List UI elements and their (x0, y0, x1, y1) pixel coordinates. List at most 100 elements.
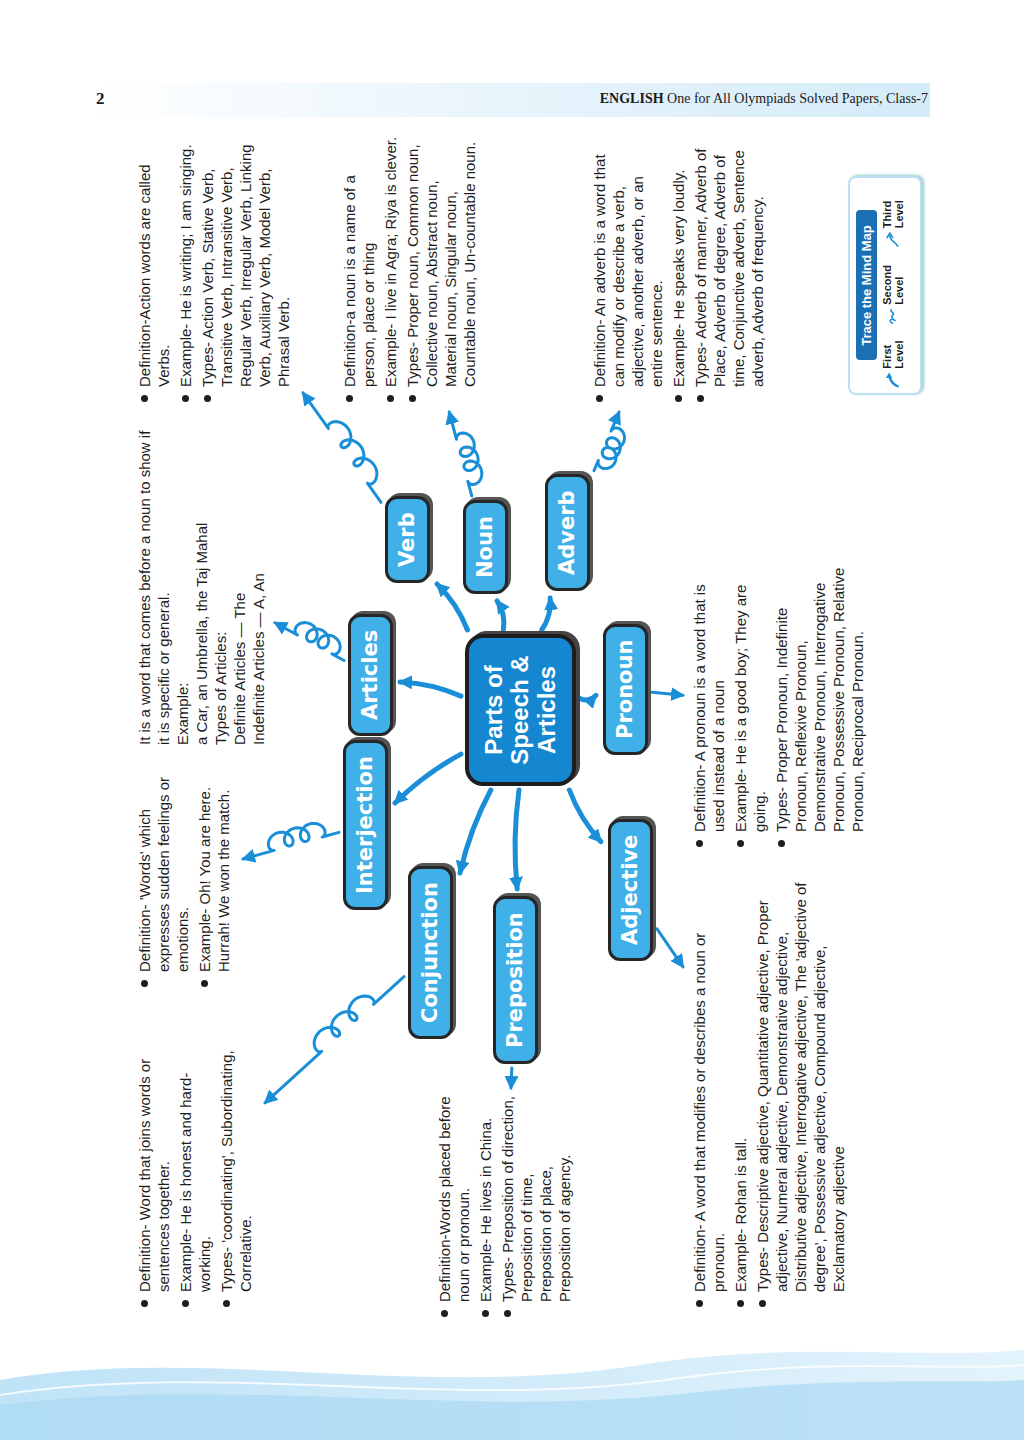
curly-arrow (275, 623, 344, 661)
footer-wave (0, 1350, 1024, 1440)
branch-arrow (460, 790, 491, 873)
header-title: One for All Olympiads Solved Papers, Cla… (667, 91, 928, 106)
note-text: Types of Articles: (212, 632, 229, 745)
bullet-item: Definition- A word that modifies or desc… (690, 880, 728, 1310)
note-text: Example- He is honest and hard-working. (177, 1073, 213, 1292)
note-text: Example: (174, 682, 191, 745)
note-text: Definition- 'Words' which expresses sudd… (136, 777, 191, 972)
topic-box: Verb (385, 496, 430, 583)
bullet-item: Example- I live in Agra; Riya is clever. (381, 135, 400, 405)
curly-arrow (243, 823, 339, 859)
topic-box: Articles (348, 614, 393, 736)
note-text: Types- Proper noun, Common noun, Collect… (404, 142, 478, 387)
curly-arrow (657, 929, 683, 967)
bullet-item: Definition- A pronoun is a word that is … (690, 560, 728, 850)
text-line: Indefinite Articles — A, An (249, 420, 268, 745)
note-text: Types- Descriptive adjective, Quantitati… (754, 883, 847, 1292)
topic-label: Parts of Speech & Articles (481, 648, 560, 772)
note-text: Types- 'coordinating', Subordinating, Co… (218, 1050, 254, 1292)
bullet-dot (696, 840, 703, 847)
note-block: Definition- A word that modifies or desc… (690, 880, 851, 1310)
text-line: Types of Articles: (211, 420, 230, 745)
curly-arrow (265, 977, 404, 1103)
branch-arrow (580, 695, 596, 700)
header-band (88, 83, 930, 117)
note-text: Example- He speaks very loudly. (670, 170, 687, 387)
topic-box: Adverb (545, 474, 590, 591)
footer-wave-line (0, 1365, 1024, 1395)
branch-arrow (542, 598, 551, 630)
bullet-item: Example- He is honest and hard-working. (176, 1020, 214, 1310)
bullet-dot (141, 395, 148, 402)
legend-text: Third Level (881, 182, 905, 228)
topic-label: Noun (473, 516, 498, 578)
bullet-dot (441, 1310, 448, 1317)
footer-wave (0, 1380, 1024, 1440)
topic-box: Preposition (493, 896, 538, 1064)
bullet-dot (696, 1300, 703, 1307)
text-line: Example: (173, 420, 192, 745)
topic-label: Adverb (555, 490, 580, 575)
note-text: Types- Preposition of direction, Preposi… (499, 1096, 573, 1302)
bullet-dot (409, 395, 416, 402)
branch-arrow (395, 754, 461, 803)
curly-arrow (510, 1068, 514, 1088)
note-text: Definition-Action words are called Verbs… (136, 164, 172, 387)
bullet-dot (204, 395, 211, 402)
curly-arrow (449, 412, 482, 496)
bullet-item: Example- He is writing; I am singing. (176, 135, 195, 405)
note-text: Example- He is writing; I am singing. (177, 144, 194, 387)
bullet-dot (346, 395, 353, 402)
note-text: Definite Articles — The (231, 593, 248, 745)
note-text: Definition- A pronoun is a word that is … (691, 584, 727, 832)
topic-label: Conjunction (418, 882, 443, 1023)
curly-arrow (594, 412, 625, 471)
bullet-item: Types- Proper noun, Common noun, Collect… (403, 135, 479, 405)
note-text: Definition-Words placed before noun or p… (436, 1096, 472, 1302)
bullet-dot (482, 1310, 489, 1317)
note-block: Definition- 'Words' which expresses sudd… (135, 760, 236, 990)
note-block: Definition-Words placed before noun or p… (435, 1095, 577, 1320)
running-header: ENGLISH One for All Olympiads Solved Pap… (600, 91, 928, 107)
topic-box: Pronoun (603, 624, 648, 755)
topic-box: Noun (463, 500, 508, 594)
bullet-dot (141, 980, 148, 987)
branch-arrow (497, 601, 504, 630)
bullet-dot (141, 1300, 148, 1307)
bullet-item: Types- 'coordinating', Subordinating, Co… (217, 1020, 255, 1310)
topic-label: Articles (358, 630, 383, 720)
branch-arrow (569, 790, 601, 842)
note-text: Types- Action Verb, Stative Verb, Transi… (199, 144, 292, 387)
note-text: Types- Proper Pronoun, Indefinite Pronou… (773, 568, 866, 832)
bullet-item: Types- Descriptive adjective, Quantitati… (753, 880, 848, 1310)
bullet-dot (387, 395, 394, 402)
bullet-item: Definition-Action words are called Verbs… (135, 135, 173, 405)
topic-box: Adjective (608, 819, 653, 961)
bullet-item: Example- He is a good boy; They are goin… (731, 560, 769, 850)
bullet-dot (737, 840, 744, 847)
note-block: Definition-a noun is a name of a person,… (340, 135, 482, 405)
legend-text: First Level (881, 325, 905, 368)
note-block: It is a word that comes before a noun to… (135, 420, 268, 745)
branch-arrow (437, 584, 468, 630)
note-text: Definition- An adverb is a word that can… (591, 154, 665, 387)
bullet-item: Definition- 'Words' which expresses sudd… (135, 760, 192, 990)
note-block: Definition- A pronoun is a word that is … (690, 560, 870, 850)
bullet-item: Types- Action Verb, Stative Verb, Transi… (198, 135, 293, 405)
bullet-item: Definition-Words placed before noun or p… (435, 1095, 473, 1320)
bullet-dot (737, 1300, 744, 1307)
bullet-item: Definition- An adverb is a word that can… (590, 135, 666, 405)
topic-label: Verb (395, 512, 420, 567)
note-text: Example- He lives in China. (477, 1118, 494, 1302)
bullet-dot (596, 395, 603, 402)
legend-sample (883, 308, 903, 325)
note-text: Definition- A word that modifies or desc… (691, 933, 727, 1292)
bullet-dot (504, 1310, 511, 1317)
curly-arrow (303, 393, 381, 502)
note-text: Definition- Word that joins words or sen… (136, 1059, 172, 1292)
text-line: Definite Articles — The (230, 420, 249, 745)
topic-box: Interjection (343, 740, 388, 910)
bullet-item: Types- Proper Pronoun, Indefinite Pronou… (772, 560, 867, 850)
bullet-item: Example- He speaks very loudly. (669, 135, 688, 405)
curly-arrow (652, 692, 683, 695)
